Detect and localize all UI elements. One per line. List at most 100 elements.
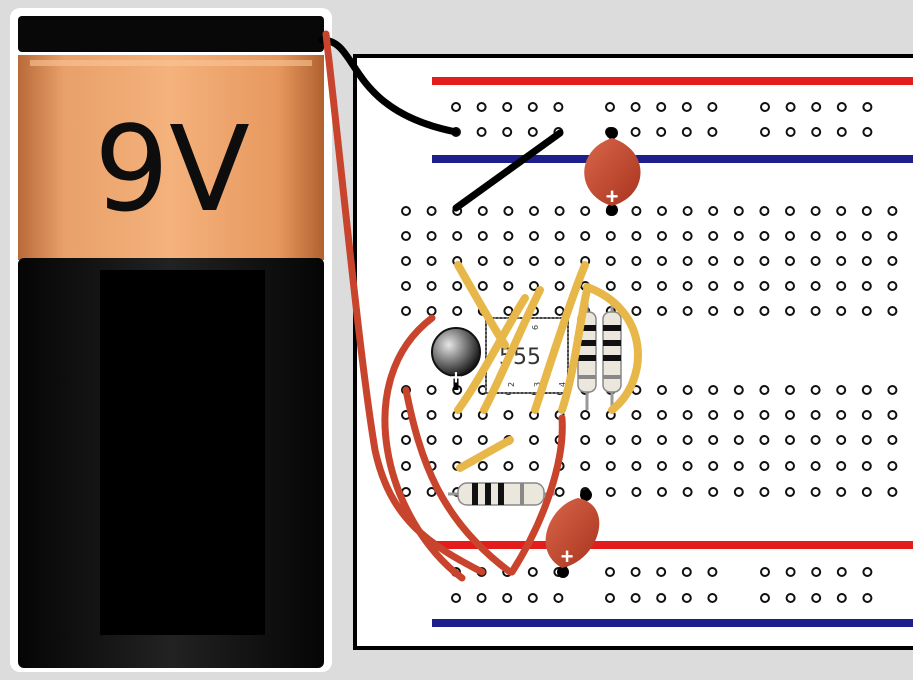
breadboard-hole <box>529 281 539 291</box>
breadboard-hole <box>836 102 847 112</box>
breadboard-hole <box>503 461 514 471</box>
breadboard-hole <box>861 461 872 471</box>
breadboard-hole <box>477 281 488 291</box>
breadboard-hole <box>708 435 719 445</box>
battery-top-band <box>18 55 324 260</box>
battery-highlight <box>30 60 312 66</box>
breadboard-hole <box>759 306 770 316</box>
breadboard-hole <box>426 256 437 266</box>
rail-bottom-positive <box>432 541 913 549</box>
breadboard-hole <box>554 487 565 497</box>
breadboard-hole <box>529 435 539 445</box>
breadboard-hole <box>707 593 718 603</box>
breadboard-hole <box>657 461 667 471</box>
breadboard-hole <box>657 281 667 291</box>
breadboard-hole <box>785 461 795 471</box>
wire-black-battery <box>318 36 460 136</box>
ic-pin-2: 2 <box>507 382 516 387</box>
breadboard-hole <box>681 127 692 137</box>
breadboard-hole <box>401 306 411 316</box>
breadboard-hole <box>657 410 667 420</box>
breadboard-hole <box>887 461 898 471</box>
breadboard-hole <box>682 306 693 316</box>
breadboard-hole <box>760 593 770 603</box>
breadboard-hole <box>836 593 847 603</box>
breadboard-hole <box>451 593 461 603</box>
breadboard-hole <box>708 461 719 471</box>
breadboard-hole <box>708 410 719 420</box>
breadboard-hole <box>811 127 822 137</box>
jumper-yellow-5 <box>558 286 591 414</box>
wire-red-left-2 <box>402 386 514 576</box>
breadboard-hole <box>631 487 642 497</box>
breadboard-hole <box>630 127 641 137</box>
breadboard-hole <box>631 461 642 471</box>
breadboard-hole <box>476 593 487 603</box>
breadboard-hole <box>785 593 796 603</box>
breadboard-hole <box>785 567 796 577</box>
breadboard-hole <box>554 231 565 241</box>
ic-pin-6: 6 <box>531 325 540 330</box>
breadboard-hole <box>733 256 744 266</box>
breadboard-hole <box>527 567 538 577</box>
breadboard-hole <box>811 593 822 603</box>
wire-black-jumper <box>452 129 564 212</box>
breadboard-hole <box>682 231 693 241</box>
wire-red-loop-left <box>381 314 466 582</box>
battery-label: 9V <box>94 100 250 238</box>
breadboard-hole <box>810 281 821 291</box>
breadboard-hole <box>401 206 411 216</box>
breadboard-hole <box>477 206 488 216</box>
breadboard-hole <box>426 435 437 445</box>
breadboard-hole <box>401 435 411 445</box>
breadboard-hole <box>861 231 872 241</box>
breadboard-hole <box>708 231 719 241</box>
breadboard-hole <box>760 567 770 577</box>
breadboard-hole <box>527 102 538 112</box>
breadboard-hole <box>605 461 616 471</box>
breadboard-hole <box>657 385 667 395</box>
breadboard-hole <box>759 256 770 266</box>
breadboard-hole <box>682 487 693 497</box>
breadboard-hole <box>527 127 538 137</box>
breadboard-hole <box>707 567 718 577</box>
breadboard-hole <box>733 306 744 316</box>
breadboard-hole <box>682 410 693 420</box>
breadboard-hole <box>657 435 667 445</box>
breadboard-hole <box>760 102 770 112</box>
breadboard-hole <box>554 206 565 216</box>
breadboard-hole <box>605 593 615 603</box>
capacitor-top: + <box>584 127 641 216</box>
breadboard-hole <box>759 206 770 216</box>
breadboard-hole <box>785 487 795 497</box>
breadboard-hole <box>861 306 872 316</box>
jumper-yellow-4 <box>531 261 589 414</box>
breadboard-hole <box>759 410 770 420</box>
breadboard-hole <box>401 256 411 266</box>
breadboard-hole <box>605 256 616 266</box>
breadboard-hole <box>836 410 847 420</box>
breadboard-hole <box>682 206 693 216</box>
breadboard-hole <box>554 306 565 316</box>
battery-body-panel <box>100 270 265 635</box>
breadboard-hole <box>785 385 795 395</box>
breadboard-hole <box>836 127 847 137</box>
breadboard-hole <box>451 102 461 112</box>
breadboard-hole <box>657 487 667 497</box>
breadboard-hole <box>861 206 872 216</box>
breadboard-hole <box>503 231 514 241</box>
breadboard-hole <box>759 461 770 471</box>
breadboard-hole <box>529 206 539 216</box>
breadboard-hole <box>887 231 898 241</box>
breadboard-hole <box>503 281 514 291</box>
breadboard-hole <box>426 281 437 291</box>
breadboard-hole <box>733 231 744 241</box>
breadboard-hole <box>887 256 898 266</box>
breadboard-hole <box>452 306 463 316</box>
electrolytic-capacitor: + <box>431 327 481 390</box>
breadboard-hole <box>733 461 744 471</box>
breadboard-hole <box>861 256 872 266</box>
breadboard-hole <box>810 435 821 445</box>
breadboard-hole <box>452 435 463 445</box>
breadboard-hole <box>836 567 847 577</box>
